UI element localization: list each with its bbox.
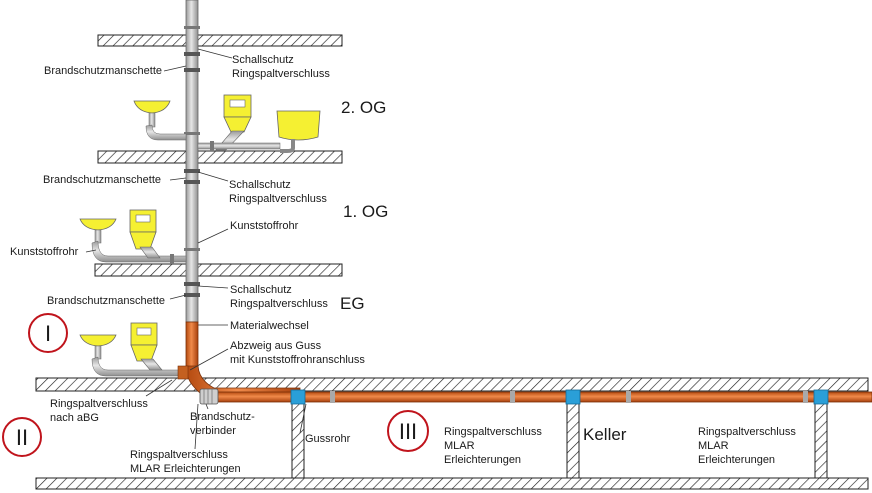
- label-brandschutzverbinder-2: verbinder: [190, 425, 236, 437]
- label-ringspalt-abg-1: Ringspaltverschluss: [50, 398, 148, 410]
- label-ringspalt-abg-2: nach aBG: [50, 412, 99, 424]
- label-brandschutzmanschette-mid: Brandschutzmanschette: [43, 174, 161, 186]
- horizontal-cast-iron-pipe: [205, 391, 872, 403]
- coupling: [184, 282, 200, 286]
- fixture-group-1og: [79, 209, 187, 264]
- zone-label-2: II: [16, 425, 28, 450]
- pipe-joint: [803, 391, 808, 403]
- annular-seal: [565, 389, 581, 405]
- label-ringspalt-mlar-right-1: Ringspaltverschluss: [698, 426, 796, 438]
- zone-marker-2: [2, 417, 42, 457]
- label-ringspaltverschluss-low: Ringspaltverschluss: [230, 298, 328, 310]
- zone-label-1: I: [45, 321, 51, 346]
- slab-keller-floor: [35, 477, 869, 490]
- washbasin-icon: [79, 334, 117, 347]
- zone-label-3: III: [399, 419, 417, 444]
- coupling: [184, 293, 200, 297]
- label-kunststoffrohr-left: Kunststoffrohr: [10, 246, 79, 258]
- slab-eg: [35, 377, 869, 392]
- label-brandschutzverbinder-1: Brandschutz-: [190, 411, 255, 423]
- coupling: [184, 180, 200, 184]
- toilet-bowl-icon: [223, 116, 252, 133]
- label-brandschutzmanschette-top: Brandschutzmanschette: [44, 65, 162, 77]
- coupling: [184, 132, 200, 135]
- label-gussrohr: Gussrohr: [305, 433, 351, 445]
- toilet-bowl-icon: [130, 344, 158, 362]
- label-ringspaltverschluss-mid: Ringspaltverschluss: [229, 193, 327, 205]
- slab-top: [97, 34, 343, 47]
- floor-label-keller: Keller: [583, 425, 627, 444]
- coupling: [184, 68, 200, 72]
- coupling: [184, 52, 200, 56]
- label-ringspalt-mlar-right-3: Erleichterungen: [698, 454, 775, 466]
- pipe-joint: [626, 391, 631, 403]
- fixture-group-eg: [79, 322, 189, 380]
- toilet-bowl-icon: [129, 231, 157, 250]
- zone-marker-3: [387, 410, 429, 452]
- label-brandschutzmanschette-low: Brandschutzmanschette: [47, 295, 165, 307]
- label-schallschutz-top: Schallschutz: [232, 54, 294, 66]
- pipe-joint: [330, 391, 335, 403]
- floor-label-1og: 1. OG: [343, 202, 388, 221]
- label-ringspalt-mlar-right-2: MLAR: [698, 440, 729, 452]
- label-abzweig-1: Abzweig aus Guss: [230, 340, 322, 352]
- annular-seal: [290, 389, 306, 405]
- label-ringspalt-mlar-mid-2: MLAR: [444, 440, 475, 452]
- fire-protection-connector: [199, 388, 219, 405]
- washbasin-icon: [79, 218, 117, 231]
- label-schallschutz-mid: Schallschutz: [229, 179, 291, 191]
- stack-cast-iron: [185, 321, 199, 373]
- label-ringspalt-mlar-mid-1: Ringspaltverschluss: [444, 426, 542, 438]
- slab-2og: [97, 150, 343, 164]
- stack-plastic: [185, 0, 199, 323]
- label-abzweig-2: mit Kunststoffrohranschluss: [230, 354, 365, 366]
- shower-tray-icon: [276, 110, 321, 141]
- annular-seal: [813, 389, 829, 405]
- floor-label-2og: 2. OG: [341, 98, 386, 117]
- label-ringspalt-mlar-mid-3: Erleichterungen: [444, 454, 521, 466]
- zone-marker-1: [28, 313, 68, 353]
- washbasin-icon: [133, 100, 171, 114]
- label-ringspaltverschluss-top: Ringspaltverschluss: [232, 68, 330, 80]
- label-schallschutz-low: Schallschutz: [230, 284, 292, 296]
- label-ringspalt-mlar-bottom-2: MLAR Erleichterungen: [130, 463, 241, 475]
- slab-1og: [94, 263, 343, 277]
- label-kunststoffrohr-right: Kunststoffrohr: [230, 220, 299, 232]
- leader-lines: [85, 48, 307, 450]
- fixture-group-2og: [133, 94, 321, 153]
- label-ringspalt-mlar-bottom-1: Ringspaltverschluss: [130, 449, 228, 461]
- coupling: [184, 26, 200, 29]
- coupling: [184, 248, 200, 251]
- floor-label-eg: EG: [340, 294, 365, 313]
- pipe-joint: [510, 391, 515, 403]
- label-materialwechsel: Materialwechsel: [230, 320, 309, 332]
- coupling: [184, 169, 200, 173]
